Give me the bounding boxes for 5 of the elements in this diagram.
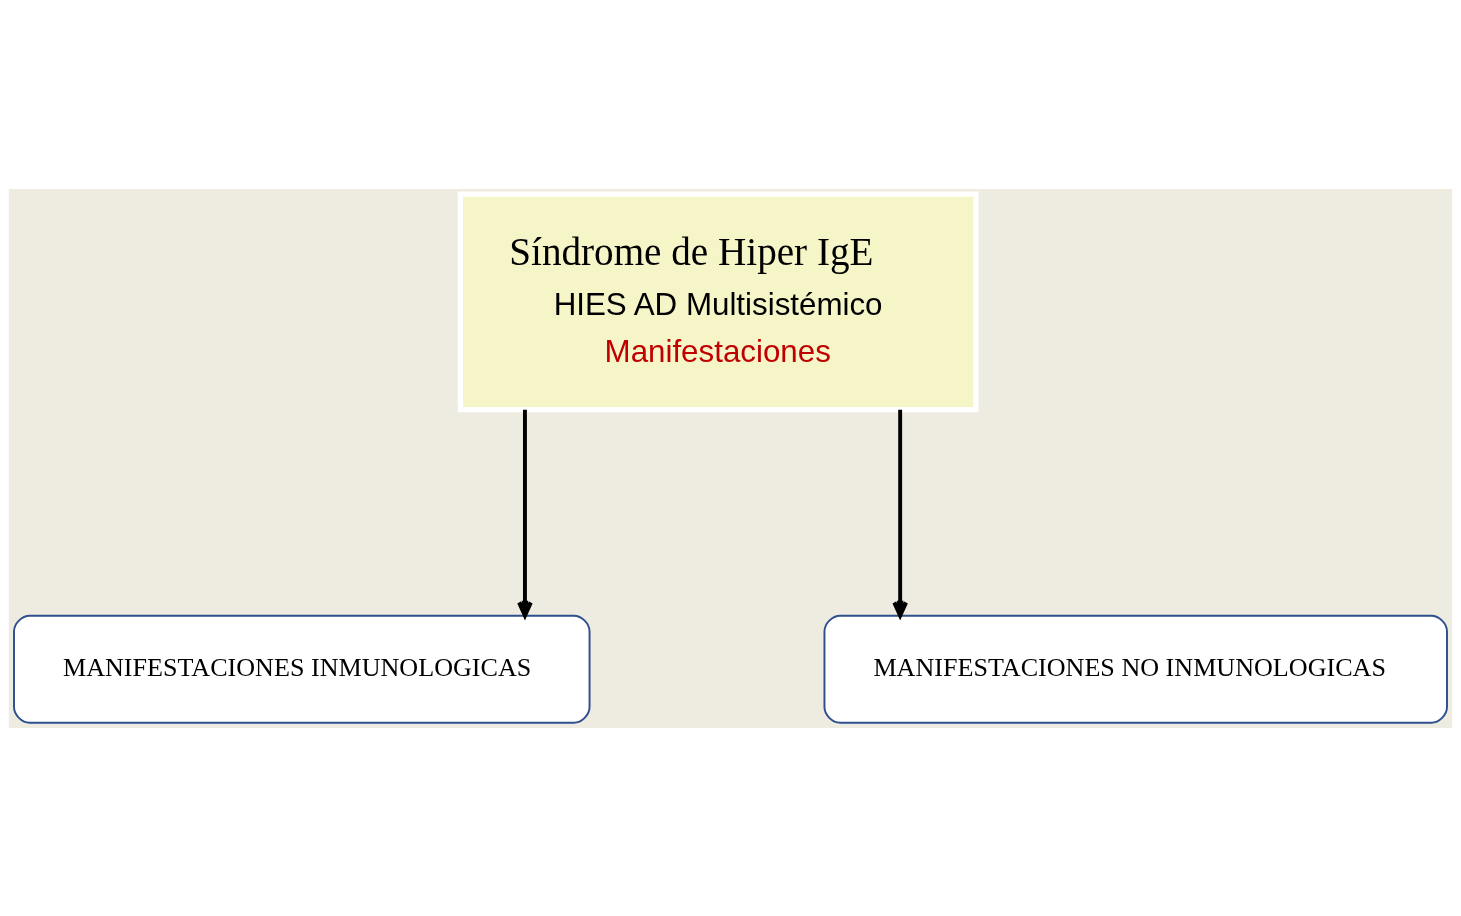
- node-box: Síndrome de Hiper IgE HIES AD Multisistémico Manifestaciones: [457, 191, 979, 412]
- node-box: MANIFESTACIONES NO INMUNOLOGICAS: [823, 614, 1448, 724]
- node-box: MANIFESTACIONES INMUNOLOGICAS: [13, 614, 591, 724]
- arrow: [892, 409, 908, 618]
- arrow: [517, 409, 533, 618]
